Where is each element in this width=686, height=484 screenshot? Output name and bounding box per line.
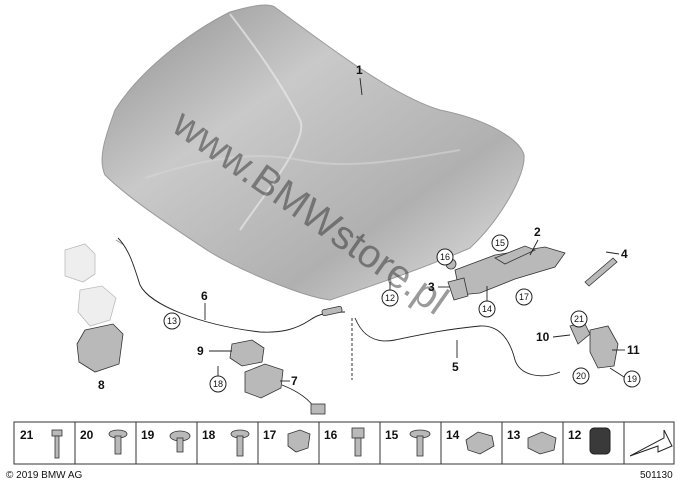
arrow-icon — [629, 429, 673, 457]
svg-text:15: 15 — [495, 238, 505, 248]
callout-6: 6 — [201, 289, 208, 303]
bracket-part-11[interactable] — [589, 325, 619, 369]
connector — [310, 403, 326, 415]
svg-text:16: 16 — [324, 428, 338, 442]
bowden-cable-6[interactable] — [117, 237, 346, 333]
bracket-part-3[interactable] — [447, 277, 469, 301]
circled-callout-20: 20 — [572, 367, 590, 385]
svg-text:14: 14 — [482, 304, 492, 314]
callout-8: 8 — [98, 378, 105, 392]
legend-item-13[interactable]: 13 — [507, 428, 557, 455]
callout-3: 3 — [428, 280, 435, 294]
callout-5: 5 — [452, 360, 459, 374]
svg-text:12: 12 — [568, 428, 582, 442]
legend-item-18[interactable]: 18 — [202, 428, 250, 457]
callout-1: 1 — [356, 63, 363, 77]
circled-callout-15: 15 — [491, 234, 509, 252]
hinge-arm — [494, 245, 537, 265]
circled-callout-19: 19 — [609, 367, 641, 388]
callout-11: 11 — [627, 343, 640, 357]
guide-part-8[interactable] — [76, 323, 124, 373]
circled-callout-17: 17 — [515, 288, 533, 306]
gas-strut-part-4[interactable] — [584, 257, 618, 287]
legend-item-17[interactable]: 17 — [263, 428, 311, 453]
svg-text:20: 20 — [576, 371, 586, 381]
svg-text:19: 19 — [627, 374, 637, 384]
ghost-bracket-parts — [64, 239, 125, 327]
svg-text:15: 15 — [385, 428, 399, 442]
callout-10: 10 — [536, 330, 550, 344]
svg-text:14: 14 — [446, 428, 460, 442]
svg-text:21: 21 — [20, 428, 34, 442]
legend-item-16[interactable]: 16 — [324, 427, 365, 457]
svg-text:12: 12 — [385, 293, 395, 303]
circled-callouts: 12 13 14 15 16 17 18 19 20 21 — [163, 234, 641, 393]
svg-text:19: 19 — [141, 428, 155, 442]
svg-text:16: 16 — [440, 252, 450, 262]
legend-item-12[interactable]: 12 — [568, 427, 611, 455]
lock-part-7[interactable] — [244, 363, 284, 399]
hood-part[interactable] — [101, 4, 525, 301]
callout-2: 2 — [534, 225, 541, 239]
svg-text:21: 21 — [574, 314, 584, 324]
callout-9: 9 — [197, 344, 204, 358]
svg-text:17: 17 — [519, 292, 529, 302]
circled-callout-12: 12 — [381, 282, 399, 307]
svg-text:20: 20 — [80, 428, 94, 442]
svg-text:13: 13 — [167, 316, 177, 326]
circled-callout-13: 13 — [163, 312, 181, 330]
svg-text:18: 18 — [213, 379, 223, 389]
svg-text:13: 13 — [507, 428, 521, 442]
callout-7: 7 — [291, 374, 298, 388]
circled-callout-18: 18 — [209, 366, 227, 393]
legend-item-14[interactable]: 14 — [446, 428, 495, 455]
circled-callout-16: 16 — [436, 248, 454, 266]
legend-item-20[interactable]: 20 — [80, 428, 128, 455]
copyright: © 2019 BMW AG — [6, 470, 83, 481]
legend-item-15[interactable]: 15 — [385, 428, 431, 457]
svg-text:17: 17 — [263, 428, 277, 442]
cable-part-5[interactable] — [354, 317, 561, 377]
callouts: 1 2 3 4 5 6 7 8 9 10 11 — [98, 63, 640, 392]
bracket-part-9[interactable] — [229, 339, 265, 367]
legend-item-19[interactable]: 19 — [141, 428, 191, 453]
circled-callout-21: 21 — [570, 310, 588, 328]
callout-4: 4 — [621, 247, 628, 261]
legend-item-21[interactable]: 21 — [20, 428, 63, 459]
diagram-number: 501130 — [640, 470, 673, 481]
parts-legend: 21 20 19 18 17 16 15 14 — [13, 421, 675, 465]
cable-end — [321, 305, 343, 317]
svg-text:18: 18 — [202, 428, 216, 442]
circled-callout-14: 14 — [478, 286, 496, 318]
